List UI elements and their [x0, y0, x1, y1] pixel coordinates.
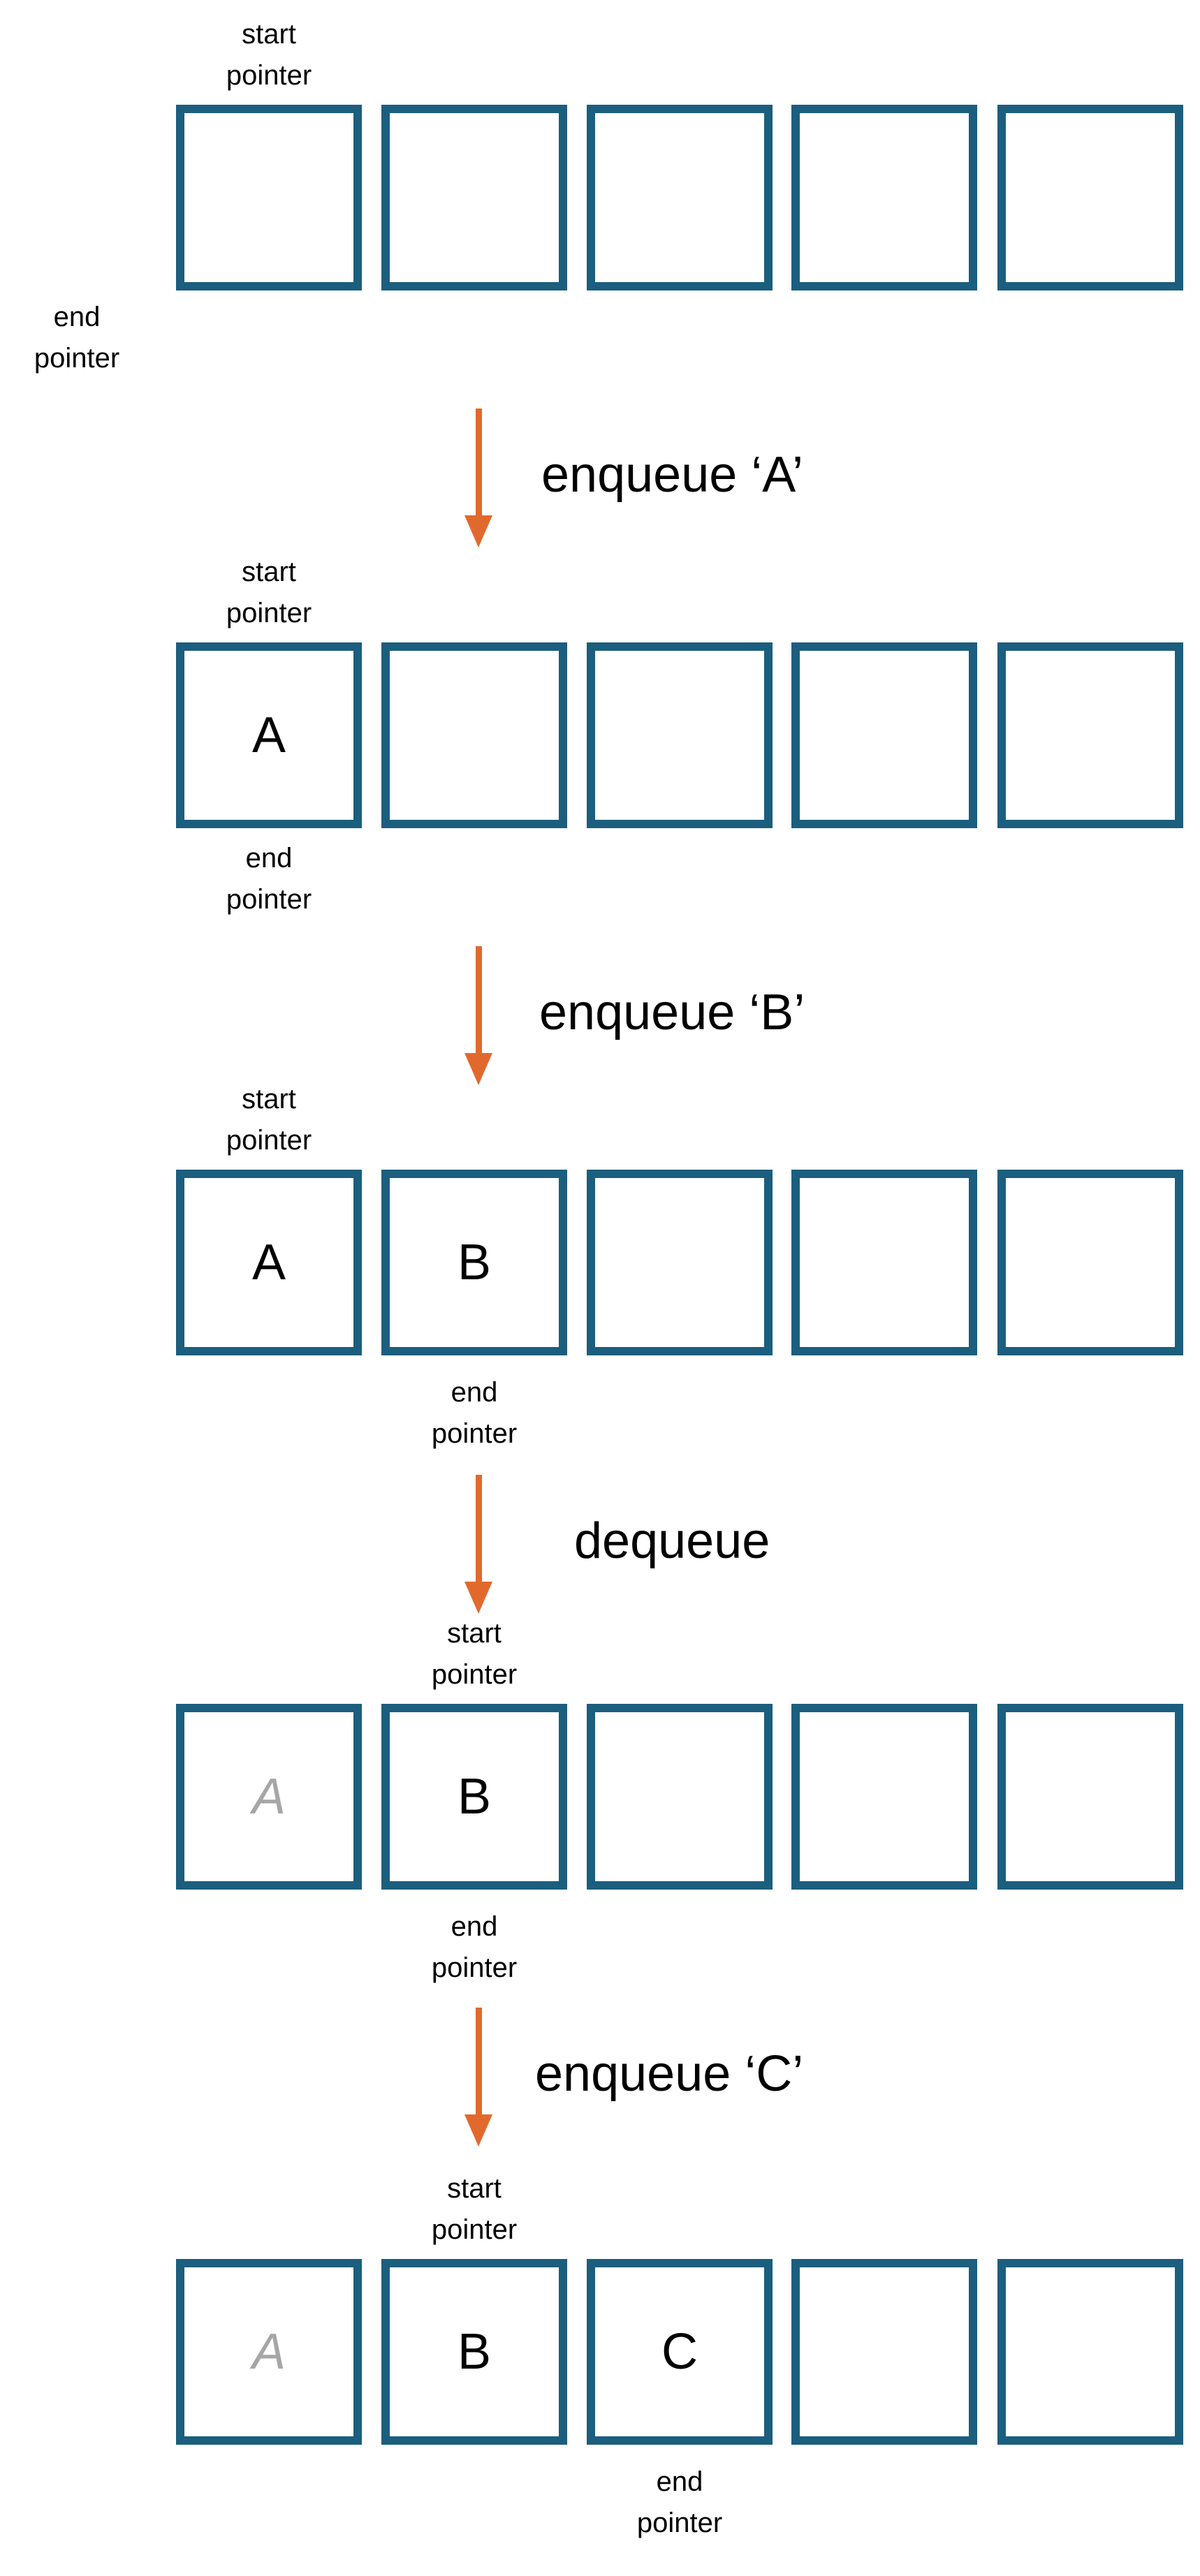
start-pointer-label: start pointer: [178, 552, 360, 634]
down-arrow-icon: [464, 2008, 492, 2147]
down-arrow-icon: [464, 409, 492, 547]
start-pointer-label-line: pointer: [431, 2214, 518, 2245]
start-pointer-label: start pointer: [178, 1079, 360, 1161]
end-pointer-label-line: end: [451, 1377, 498, 1408]
end-pointer-label: end pointer: [0, 297, 168, 379]
queue-cell-value: A: [251, 707, 286, 763]
queue-cell: [997, 1704, 1183, 1890]
end-pointer-label-line: end: [245, 843, 293, 874]
start-pointer-label-line: start: [242, 1084, 296, 1114]
arrow-head: [464, 1053, 492, 1085]
start-pointer-label-line: pointer: [226, 60, 312, 91]
queue-cell: [791, 2259, 977, 2445]
end-pointer-label: end pointer: [383, 1372, 565, 1455]
start-pointer-label-line: start: [447, 2173, 502, 2204]
queue-cell: [997, 642, 1183, 828]
queue-cell: [176, 105, 362, 290]
arrow-head: [464, 515, 492, 547]
end-pointer-label-line: pointer: [431, 1952, 518, 1983]
queue-cell: C: [587, 2259, 773, 2445]
queue-cell: [587, 105, 773, 290]
operation-label: dequeue: [574, 1513, 770, 1569]
start-pointer-label: start pointer: [178, 14, 360, 96]
start-pointer-label-line: start: [242, 19, 296, 50]
arrow-shaft: [476, 1475, 482, 1582]
queue-cell: A: [176, 1170, 362, 1355]
end-pointer-label-line: pointer: [431, 1418, 518, 1449]
start-pointer-label-line: pointer: [431, 1659, 518, 1690]
down-arrow-icon: [464, 1475, 492, 1614]
end-pointer-label-line: end: [53, 302, 101, 332]
queue-cell: [381, 105, 567, 290]
arrow-shaft: [476, 946, 482, 1053]
queue-cell: [587, 1704, 773, 1890]
queue-cell: A: [176, 2259, 362, 2445]
queue-cell: B: [381, 1704, 567, 1890]
start-pointer-label: start pointer: [383, 1613, 565, 1695]
queue-cell: [997, 1170, 1183, 1355]
start-pointer-label: start pointer: [383, 2168, 565, 2251]
queue-cell: [381, 642, 567, 828]
queue-cell-value: A: [251, 2324, 286, 2380]
down-arrow-icon: [464, 946, 492, 1085]
queue-cell: B: [381, 2259, 567, 2445]
end-pointer-label-line: end: [451, 1911, 498, 1942]
queue-cell: [791, 105, 977, 290]
operation-label: enqueue ‘A’: [541, 447, 803, 503]
end-pointer-label: end pointer: [383, 1906, 565, 1989]
end-pointer-label-line: pointer: [636, 2508, 723, 2538]
queue-cell: [791, 642, 977, 828]
end-pointer-label: end pointer: [589, 2461, 770, 2544]
end-pointer-label: end pointer: [178, 838, 360, 920]
end-pointer-label-line: pointer: [226, 884, 312, 915]
queue-cell-value: B: [457, 2324, 492, 2380]
queue-cell: B: [381, 1170, 567, 1355]
queue-cell: [997, 105, 1183, 290]
queue-cell: [791, 1704, 977, 1890]
queue-cell: [791, 1170, 977, 1355]
arrow-shaft: [476, 409, 482, 515]
queue-cell: A: [176, 642, 362, 828]
queue-cell: [997, 2259, 1183, 2445]
queue-cell: [587, 642, 773, 828]
queue-cell: A: [176, 1704, 362, 1890]
queue-cell: [587, 1170, 773, 1355]
arrow-shaft: [476, 2008, 482, 2114]
start-pointer-label-line: start: [447, 1618, 502, 1649]
queue-cell-value: B: [457, 1235, 492, 1290]
operation-label: enqueue ‘C’: [535, 2046, 804, 2102]
queue-cell-value: C: [661, 2324, 698, 2380]
queue-cell-value: A: [251, 1769, 286, 1825]
start-pointer-label-line: pointer: [226, 1125, 312, 1156]
end-pointer-label-line: end: [656, 2466, 703, 2497]
arrow-head: [464, 1582, 492, 1614]
queue-cell-value: A: [251, 1235, 286, 1290]
operation-label: enqueue ‘B’: [539, 985, 805, 1040]
arrow-head: [464, 2114, 492, 2147]
start-pointer-label-line: start: [242, 557, 296, 587]
end-pointer-label-line: pointer: [34, 343, 120, 374]
start-pointer-label-line: pointer: [226, 598, 312, 628]
queue-cell-value: B: [457, 1769, 492, 1825]
